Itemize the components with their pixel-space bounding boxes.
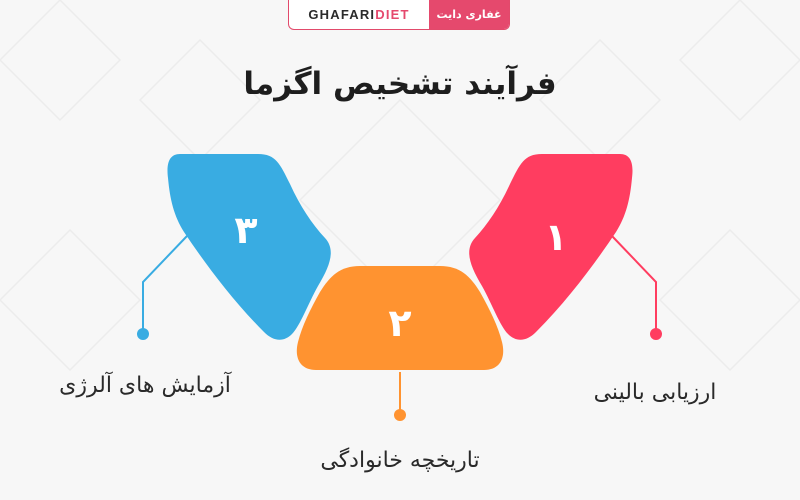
step-1-connector	[611, 235, 657, 334]
step-3-dot	[137, 328, 149, 340]
brand-name-part1: GHAFARI	[308, 7, 376, 22]
step-2-shape	[296, 266, 504, 370]
step-3-label: آزمایش های آلرژی	[59, 373, 231, 398]
step-3-connector	[142, 235, 188, 334]
step-1-shape	[469, 154, 633, 340]
step-2-number: ۲	[388, 301, 411, 345]
step-3-number: ۳	[234, 208, 257, 252]
step-3-shape	[167, 154, 331, 340]
step-1-label: ارزیابی بالینی	[593, 380, 717, 405]
step-2-dot	[394, 409, 406, 421]
diagram-title: فرآیند تشخیص اگزما	[243, 66, 557, 102]
brand-name-part2: DIET	[375, 7, 410, 22]
step-2-label: تاریخچه خانوادگی	[320, 448, 480, 473]
step-1-number: ۱	[544, 215, 567, 259]
step-1-dot	[650, 328, 662, 340]
brand-name-fa: غفاری دایت	[429, 0, 509, 29]
